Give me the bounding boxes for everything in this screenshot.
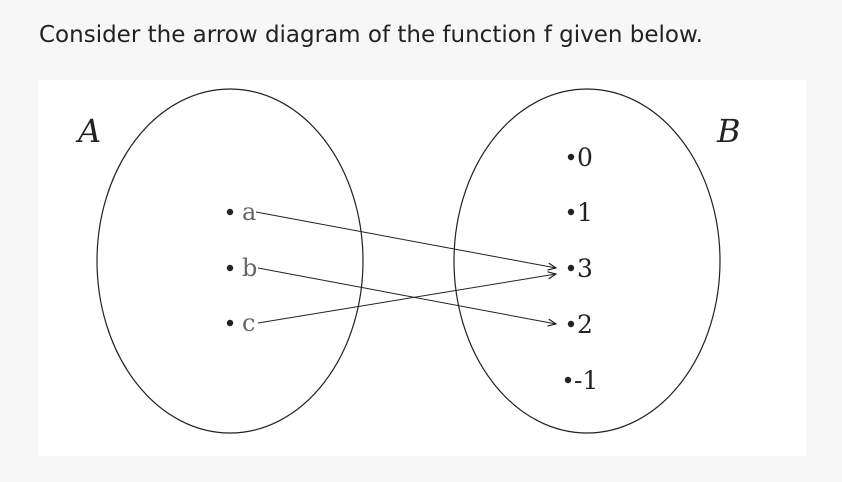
element-neg1-dot	[564, 376, 572, 384]
element-2-dot	[567, 320, 575, 328]
arrow-b-to-2	[257, 267, 556, 324]
element-c-dot	[226, 319, 234, 327]
element-b-label: b	[242, 254, 257, 282]
arrow-diagram: A B a b c 0 1 3 2 -1	[38, 80, 806, 456]
element-3-dot	[567, 264, 575, 272]
element-1-label: 1	[577, 198, 593, 227]
element-3-label: 3	[577, 254, 593, 283]
element-2-label: 2	[577, 310, 593, 339]
element-c-label: c	[242, 309, 255, 337]
set-b-label: B	[716, 112, 741, 150]
arrow-c-to-3	[257, 274, 556, 324]
element-0-dot	[567, 153, 575, 161]
element-0-label: 0	[577, 143, 593, 172]
question-text: Consider the arrow diagram of the functi…	[39, 22, 703, 48]
element-a-label: a	[242, 198, 256, 226]
arrow-diagram-svg: A B a b c 0 1 3 2 -1	[75, 88, 741, 434]
set-a-label: A	[75, 112, 101, 150]
arrow-a-to-3	[255, 211, 556, 268]
set-a-oval	[96, 88, 364, 434]
element-b-dot	[226, 264, 234, 272]
element-1-dot	[567, 208, 575, 216]
element-a-dot	[226, 208, 234, 216]
element-neg1-label: -1	[574, 366, 598, 395]
set-b-oval	[453, 88, 721, 434]
